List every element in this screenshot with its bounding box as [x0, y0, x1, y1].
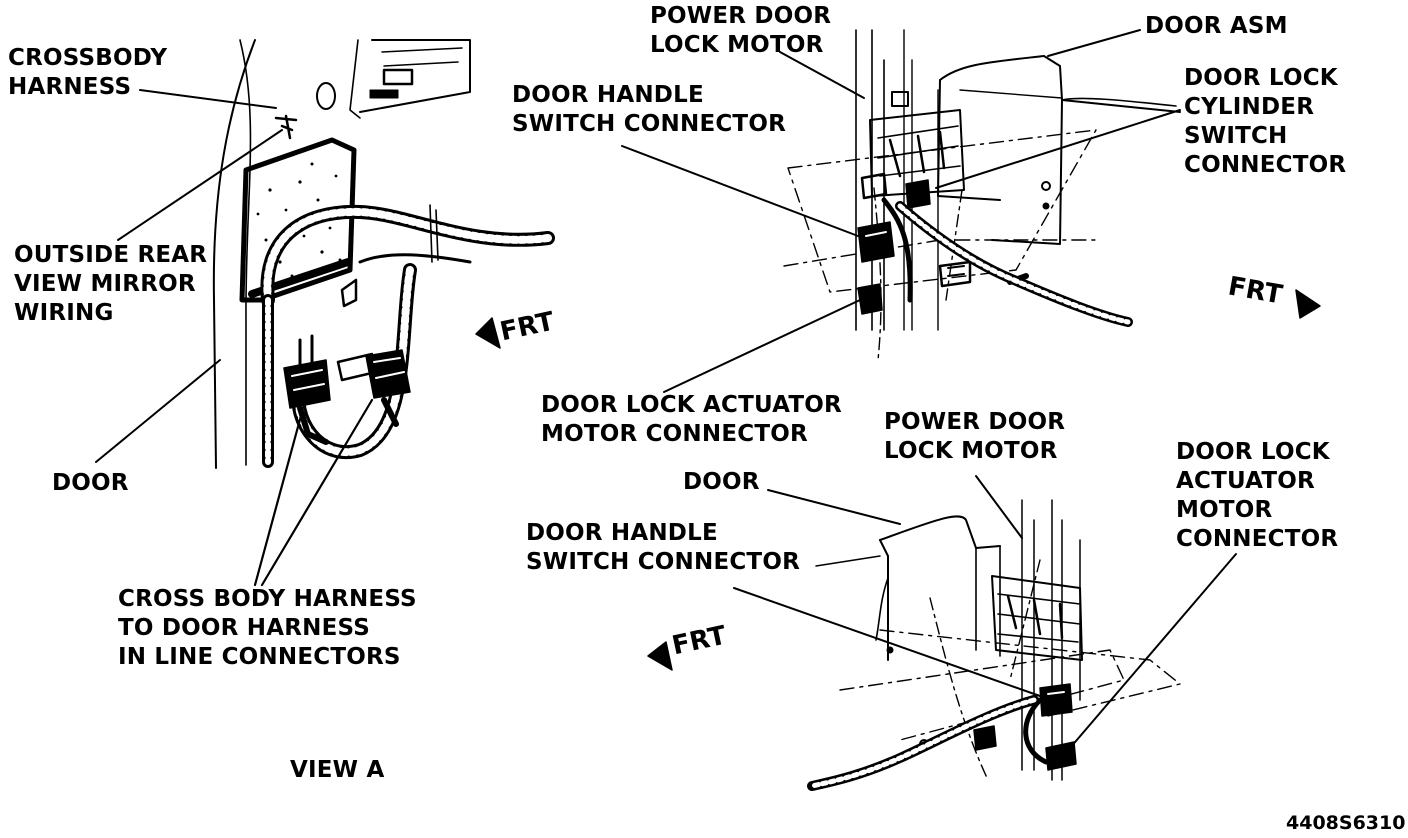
outside-mirror-wiring-label: OUTSIDE REAR VIEW MIRROR WIRING	[14, 241, 207, 328]
label-line: LOCK MOTOR	[884, 438, 1058, 464]
label-line: DOOR HANDLE	[512, 82, 704, 108]
label-line: ACTUATOR	[1176, 468, 1315, 494]
label-line: POWER DOOR	[884, 409, 1066, 435]
label-line: SWITCH CONNECTOR	[526, 549, 800, 575]
label-line: MOTOR CONNECTOR	[541, 421, 808, 447]
bottom-right-artwork	[647, 475, 1237, 791]
label-line: DOOR LOCK	[1176, 439, 1330, 465]
label-line: CYLINDER	[1184, 94, 1315, 120]
label-line: DOOR HANDLE	[526, 520, 718, 546]
view-a-artwork	[95, 39, 555, 587]
label-line: LOCK MOTOR	[650, 32, 824, 58]
label-line: VIEW MIRROR	[14, 271, 196, 297]
label-line: DOOR	[683, 469, 760, 495]
label-line: MOTOR	[1176, 497, 1273, 523]
inline-connectors-label: CROSS BODY HARNESS TO DOOR HARNESS IN LI…	[118, 585, 417, 672]
door-label-bottom: DOOR	[683, 468, 760, 497]
label-line: CONNECTOR	[1176, 526, 1339, 552]
label-line: WIRING	[14, 300, 114, 326]
label-line: CROSSBODY	[8, 45, 168, 71]
power-door-lock-motor-label-bottom: POWER DOOR LOCK MOTOR	[884, 408, 1065, 466]
label-line: IN LINE CONNECTORS	[118, 644, 401, 670]
top-right-artwork	[621, 29, 1321, 393]
door-handle-switch-connector-label-bottom: DOOR HANDLE SWITCH CONNECTOR	[526, 519, 800, 577]
label-line: DOOR LOCK ACTUATOR	[541, 392, 842, 418]
label-line: TO DOOR HARNESS	[118, 615, 370, 641]
figure-number: 4408S6310	[1286, 812, 1406, 834]
label-line: SWITCH	[1184, 123, 1288, 149]
label-line: DOOR LOCK	[1184, 65, 1338, 91]
label-line: CONNECTOR	[1184, 152, 1347, 178]
power-door-lock-motor-label-top: POWER DOOR LOCK MOTOR	[650, 2, 831, 60]
door-lock-cylinder-switch-connector-label: DOOR LOCK CYLINDER SWITCH CONNECTOR	[1184, 64, 1346, 180]
view-a-caption: VIEW A	[290, 757, 385, 783]
label-line: OUTSIDE REAR	[14, 242, 208, 268]
label-line: POWER DOOR	[650, 3, 832, 29]
door-lock-actuator-motor-connector-label-bottom: DOOR LOCK ACTUATOR MOTOR CONNECTOR	[1176, 438, 1338, 554]
door-asm-label: DOOR ASM	[1145, 12, 1288, 41]
label-line: DOOR ASM	[1145, 13, 1288, 39]
door-lock-actuator-motor-connector-label-top: DOOR LOCK ACTUATOR MOTOR CONNECTOR	[541, 391, 842, 449]
crossbody-harness-label: CROSSBODY HARNESS	[8, 44, 167, 102]
door-label-left: DOOR	[52, 469, 129, 498]
label-line: HARNESS	[8, 74, 132, 100]
label-line: DOOR	[52, 470, 129, 496]
label-line: SWITCH CONNECTOR	[512, 111, 786, 137]
label-line: CROSS BODY HARNESS	[118, 586, 417, 612]
door-handle-switch-connector-label-top: DOOR HANDLE SWITCH CONNECTOR	[512, 81, 786, 139]
